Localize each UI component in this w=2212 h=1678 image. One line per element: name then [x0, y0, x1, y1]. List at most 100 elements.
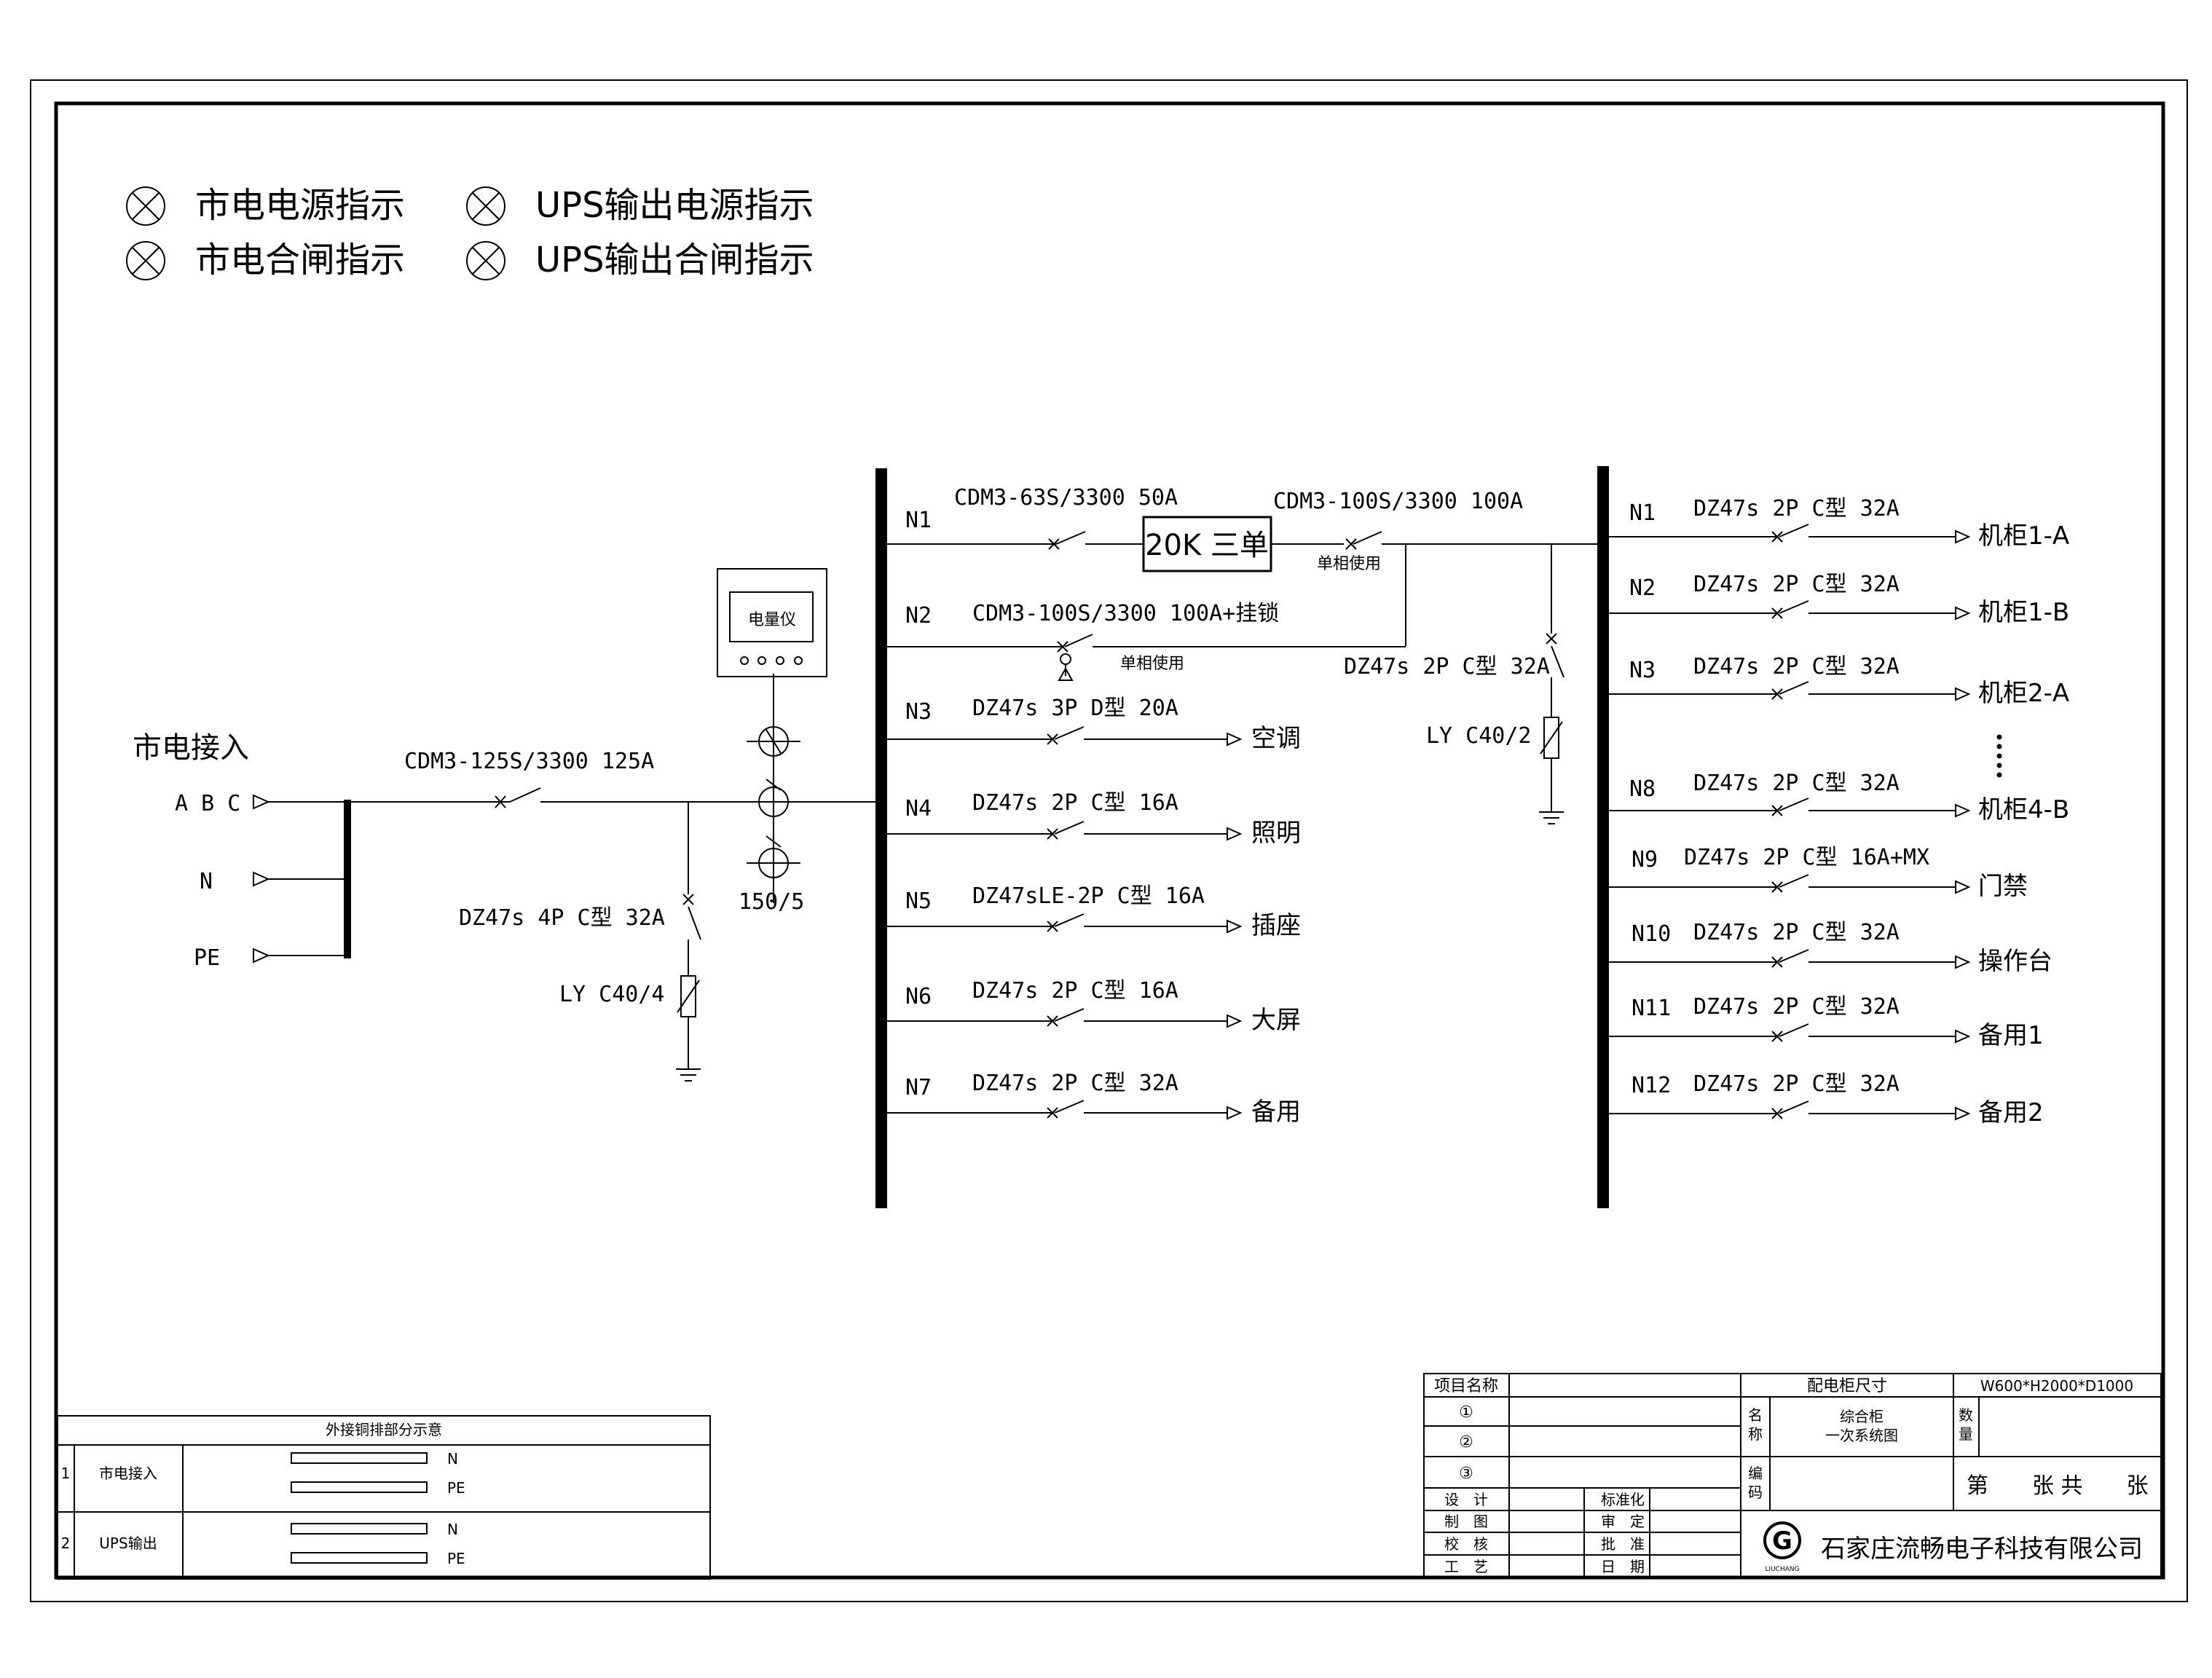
name-value-1: 综合柜 [1840, 1408, 1884, 1425]
left-circuit-n6: N6 DZ47s 2P C型 16A 大屏 [887, 978, 1301, 1035]
circuit-id: N7 [905, 1075, 932, 1100]
busbar-icon [291, 1523, 428, 1535]
ups-unit: 20K 三单 CDM3-100S/3300 100A 单相使用 DZ47s 2P… [1142, 489, 1604, 824]
continuation-dots [1996, 734, 2002, 778]
breaker-spec: DZ47s 3P D型 20A [972, 696, 1178, 721]
bar-label: PE [447, 1550, 465, 1567]
right-circuit-n1: N1 DZ47s 2P C型 32A 机柜1-A [1609, 496, 2069, 551]
breaker-icon [1771, 524, 1809, 543]
load-label: 机柜1-A [1978, 521, 2069, 551]
incoming-title: 市电接入 [133, 731, 249, 765]
pe-label: PE [194, 945, 220, 971]
inner-frame [54, 101, 2165, 1580]
right-circuit-n2: N2 DZ47s 2P C型 32A 机柜1-B [1609, 572, 2069, 627]
legend-mains-power: 市电电源指示 [195, 185, 405, 226]
busbar-icon [291, 1452, 428, 1464]
breaker-icon [1771, 1100, 1809, 1119]
incoming-busbar [344, 800, 351, 958]
terminal-arrow-icon [253, 871, 270, 887]
left-busbar [875, 468, 887, 1208]
load-arrow-icon [1955, 529, 1971, 544]
left-circuit-n7: N7 DZ47s 2P C型 32A 备用 [887, 1071, 1301, 1127]
right-circuit-n12: N12 DZ47s 2P C型 32A 备用2 [1609, 1071, 2044, 1127]
circuit-id: N1 [1629, 500, 1656, 526]
right-circuit-n3: N3 DZ47s 2P C型 32A 机柜2-A [1609, 654, 2069, 708]
circuit-id: N2 [905, 603, 932, 629]
legend: 市电电源指示 UPS输出电源指示 市电合闸指示 UPS输出合闸指示 [126, 185, 814, 280]
circuit-id: N3 [905, 699, 932, 725]
terminal-arrow-icon [253, 948, 270, 964]
right-circuit-n8: N8 DZ47s 2P C型 32A 机柜4-B [1609, 771, 2069, 824]
breaker-icon [1345, 531, 1382, 550]
load-label: 插座 [1251, 911, 1301, 940]
size-label: 配电柜尺寸 [1807, 1377, 1887, 1395]
terminal-arrow-icon [253, 794, 270, 810]
bar-label: N [447, 1450, 458, 1468]
phase-abc-label: A B C [175, 791, 240, 816]
date-label: 日 期 [1601, 1558, 1645, 1575]
lamp-icon [466, 186, 505, 226]
breaker-spec: DZ47s 2P C型 32A [1693, 771, 1900, 796]
breaker-spec: DZ47s 2P C型 32A [1693, 654, 1900, 680]
code-label-2: 码 [1748, 1484, 1763, 1501]
lamp-icon [466, 241, 505, 280]
breaker-icon [1771, 1023, 1809, 1042]
left-circuit-n1: N1 CDM3-63S/3300 50A [887, 485, 1178, 550]
design-label: 设 计 [1444, 1491, 1488, 1508]
ups-label: 20K 三单 [1145, 529, 1269, 562]
bar-label: PE [447, 1479, 465, 1497]
load-label: 照明 [1251, 819, 1301, 848]
size-value: W600*H2000*D1000 [1980, 1377, 2133, 1395]
main-breaker-label: CDM3-125S/3300 125A [404, 749, 654, 774]
load-label: 大屏 [1251, 1006, 1301, 1035]
current-transformer-icon [747, 726, 800, 757]
load-label: 备用2 [1978, 1098, 2044, 1127]
right-circuits: N1 DZ47s 2P C型 32A 机柜1-A N2 DZ47s 2P C型 … [1609, 496, 2069, 1127]
breaker-icon [1771, 797, 1809, 816]
process-label: 工 艺 [1444, 1558, 1488, 1575]
load-arrow-icon [1955, 1106, 1971, 1121]
breaker-icon [1771, 949, 1809, 968]
busbar-icon [291, 1481, 428, 1493]
breaker-spec: DZ47s 2P C型 16A+MX [1684, 845, 1929, 870]
load-arrow-icon [1955, 880, 1971, 894]
right-busbar [1597, 466, 1609, 1208]
breaker-icon [1771, 681, 1809, 700]
left-circuit-n3: N3 DZ47s 3P D型 20A 空调 [887, 696, 1301, 753]
ups-out-note: 单相使用 [1317, 555, 1381, 573]
breaker-spec: DZ47s 2P C型 32A [972, 1071, 1178, 1096]
row-no: 1 [61, 1465, 71, 1482]
load-arrow-icon [1955, 606, 1971, 621]
load-arrow-icon [1955, 955, 1971, 969]
current-transformer-icon [747, 835, 800, 878]
circuit-id: N3 [1629, 658, 1656, 683]
load-arrow-icon [1227, 732, 1243, 747]
circuit-id: N6 [905, 984, 932, 1009]
sheet-count: 第 张 共 张 [1967, 1473, 2149, 1499]
outer-frame [30, 79, 2188, 1602]
revision-3: ③ [1459, 1465, 1473, 1483]
ups-spd-label: LY C40/2 [1426, 723, 1532, 749]
check-label: 校 核 [1444, 1535, 1488, 1553]
qty-label-2: 量 [1959, 1425, 1973, 1443]
load-label: 备用1 [1978, 1021, 2044, 1050]
breaker-icon [1047, 1008, 1085, 1027]
right-circuit-n9: N9 DZ47s 2P C型 16A+MX 门禁 [1609, 845, 2028, 901]
left-circuit-n5: N5 DZ47sLE-2P C型 16A 插座 [887, 883, 1301, 940]
breaker-icon [1771, 600, 1809, 619]
circuit-id: N8 [1629, 776, 1656, 802]
company-name: 石家庄流畅电子科技有限公司 [1821, 1535, 2143, 1564]
revision-2: ② [1459, 1433, 1473, 1451]
main-breaker-icon [495, 787, 541, 808]
load-label: 机柜2-A [1978, 679, 2069, 708]
ups-out-breaker-label: CDM3-100S/3300 100A [1273, 489, 1523, 514]
row-no: 2 [61, 1535, 71, 1552]
spd-label: LY C40/4 [559, 982, 665, 1007]
load-arrow-icon [1955, 687, 1971, 701]
breaker-spec: DZ47s 2P C型 32A [1693, 1071, 1900, 1097]
load-arrow-icon [1227, 919, 1243, 934]
power-meter [717, 568, 827, 677]
neutral-label: N [200, 869, 213, 894]
name-value-2: 一次系统图 [1825, 1427, 1898, 1444]
